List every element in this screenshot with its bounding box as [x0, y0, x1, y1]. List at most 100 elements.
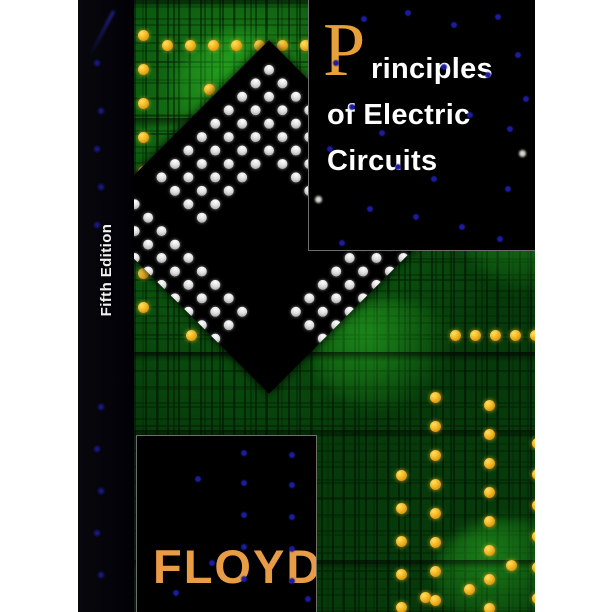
solder-pad: [532, 562, 535, 573]
solder-pad: [484, 487, 495, 498]
board-trace-vertical: [496, 0, 499, 612]
spine-led-dot: [94, 60, 100, 66]
bga-solder-ball: [181, 170, 196, 185]
led-dot-blue: [241, 480, 247, 486]
spine-led-dot: [98, 572, 104, 578]
spine-led-dot: [98, 488, 104, 494]
spine-led-dot: [94, 446, 100, 452]
author-panel: FLOYD: [136, 435, 317, 612]
led-dot-blue: [367, 206, 373, 212]
solder-pad: [464, 584, 475, 595]
bga-solder-ball: [154, 224, 169, 239]
solder-pad: [484, 603, 495, 612]
solder-pad: [430, 421, 441, 432]
solder-pad: [484, 574, 495, 585]
title-text-block: rinciples of Electric Circuits: [327, 46, 527, 184]
bga-solder-ball: [248, 76, 263, 91]
solder-pad: [430, 392, 441, 403]
led-dot-blue: [395, 164, 401, 170]
board-trace-vertical: [527, 0, 529, 612]
board-trace-horizontal: [134, 497, 535, 500]
bga-solder-ball: [208, 170, 223, 185]
solder-pad: [138, 132, 149, 143]
board-shadow-band: [134, 352, 535, 362]
solder-pad: [470, 330, 481, 341]
solder-pad: [138, 268, 149, 279]
board-trace-vertical: [511, 0, 514, 612]
bga-solder-ball: [235, 89, 250, 104]
bga-solder-ball: [221, 183, 236, 198]
bga-solder-ball: [302, 318, 317, 333]
bga-solder-ball: [261, 89, 277, 104]
led-dot-blue: [289, 546, 295, 552]
solder-pad: [430, 508, 441, 519]
led-dot-blue: [289, 514, 295, 520]
solder-pad: [484, 516, 495, 527]
board-trace-vertical: [434, 0, 437, 612]
bga-solder-ball: [181, 250, 196, 266]
solder-pad: [138, 302, 149, 313]
bga-solder-ball: [181, 143, 196, 158]
bga-solder-ball: [235, 304, 250, 319]
bga-solder-ball: [167, 156, 183, 172]
led-dot-blue: [289, 452, 295, 458]
led-dot-blue: [497, 236, 503, 242]
solder-pad: [484, 429, 495, 440]
led-dot-blue: [413, 214, 419, 220]
bga-solder-ball: [167, 264, 183, 279]
book-spine: Fifth Edition: [78, 0, 134, 612]
solder-pad: [532, 531, 535, 542]
bga-solder-ball: [275, 130, 290, 145]
bga-solder-ball: [208, 116, 223, 131]
edition-label: Fifth Edition: [97, 223, 115, 317]
led-dot-blue: [485, 72, 491, 78]
spine-led-dot: [98, 108, 104, 114]
board-trace-horizontal: [134, 479, 535, 482]
led-dot-blue: [523, 96, 529, 102]
bga-solder-ball: [261, 62, 277, 77]
bga-solder-ball: [221, 318, 236, 333]
bga-solder-ball: [154, 170, 169, 185]
board-trace-horizontal: [134, 442, 535, 445]
bga-solder-ball: [275, 156, 290, 172]
title-line-2: of Electric: [327, 99, 471, 131]
led-dot-blue: [241, 576, 247, 582]
bga-solder-ball: [141, 210, 156, 225]
title-line-3: Circuits: [327, 145, 438, 177]
board-trace-horizontal: [134, 552, 535, 554]
solder-pad: [138, 98, 149, 109]
bga-solder-ball: [208, 304, 223, 319]
spine-led-dot: [94, 530, 100, 536]
solder-pad: [430, 479, 441, 490]
solder-pad: [530, 330, 535, 341]
solder-pad: [185, 40, 196, 51]
bga-solder-ball: [221, 130, 236, 145]
solder-pad: [396, 536, 407, 547]
solder-pad: [396, 569, 407, 580]
led-dot-blue: [241, 450, 247, 456]
led-dot-blue: [173, 590, 179, 596]
board-trace-horizontal: [134, 424, 535, 427]
bga-solder-ball: [329, 264, 344, 279]
bga-solder-ball: [221, 156, 236, 172]
spine-led-dot: [98, 404, 104, 410]
board-trace-vertical: [172, 0, 175, 612]
board-trace-horizontal: [134, 588, 535, 591]
board-trace-horizontal: [134, 406, 535, 409]
bga-solder-ball: [194, 156, 209, 172]
bga-solder-ball: [194, 210, 209, 225]
solder-pad: [396, 503, 407, 514]
solder-pad: [484, 458, 495, 469]
bga-solder-ball: [248, 130, 263, 145]
led-dot-blue: [327, 146, 333, 152]
solder-pad: [162, 40, 173, 51]
board-trace-vertical: [465, 0, 468, 612]
led-dot-blue: [379, 130, 385, 136]
led-dot-blue: [241, 512, 247, 518]
solder-pad: [510, 330, 521, 341]
bga-solder-ball: [221, 291, 236, 306]
title-drop-cap: P: [323, 8, 366, 92]
bga-solder-ball: [181, 197, 196, 212]
board-trace-horizontal: [134, 515, 535, 518]
